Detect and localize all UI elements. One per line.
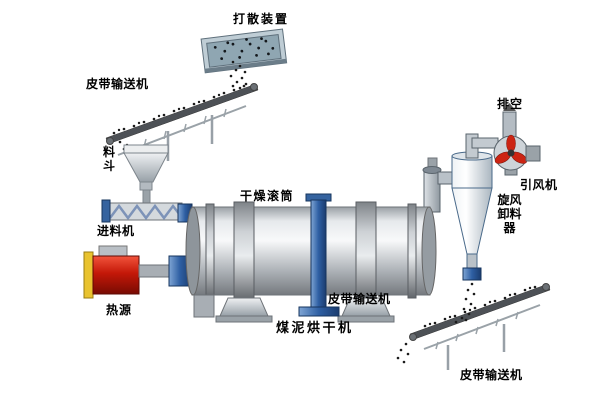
hopper-graphic	[123, 144, 169, 205]
label-feeder: 进料机	[97, 224, 135, 238]
label-belt-conveyor-top: 皮带输送机	[86, 77, 149, 91]
belt-conveyor-top-graphic	[105, 83, 259, 161]
heat-source-graphic	[83, 245, 192, 299]
label-heat-source: 热源	[106, 303, 133, 317]
label-machine-title: 煤泥烘干机	[276, 320, 354, 335]
label-drying-drum: 干燥滚筒	[240, 189, 295, 203]
label-scatter-device: 打散装置	[233, 12, 290, 26]
belt-conveyor-right-graphic	[409, 283, 551, 370]
label-cyclone-discharger: 旋风卸料器	[497, 193, 522, 235]
label-vent: 排空	[497, 97, 524, 111]
screw-feeder-graphic	[101, 199, 193, 223]
label-induced-fan: 引风机	[520, 178, 558, 192]
discharge-column-graphic	[298, 193, 340, 317]
cyclone-graphic	[451, 151, 493, 281]
induced-draft-fan-graphic	[465, 103, 541, 176]
material-stream-right	[396, 282, 537, 364]
exhaust-duct-graphic	[422, 157, 455, 213]
scatter-device-graphic	[200, 28, 288, 74]
label-hopper: 料斗	[102, 145, 115, 173]
label-belt-conveyor-right: 皮带输送机	[460, 368, 523, 382]
label-belt-conveyor-mid: 皮带输送机	[328, 292, 391, 306]
